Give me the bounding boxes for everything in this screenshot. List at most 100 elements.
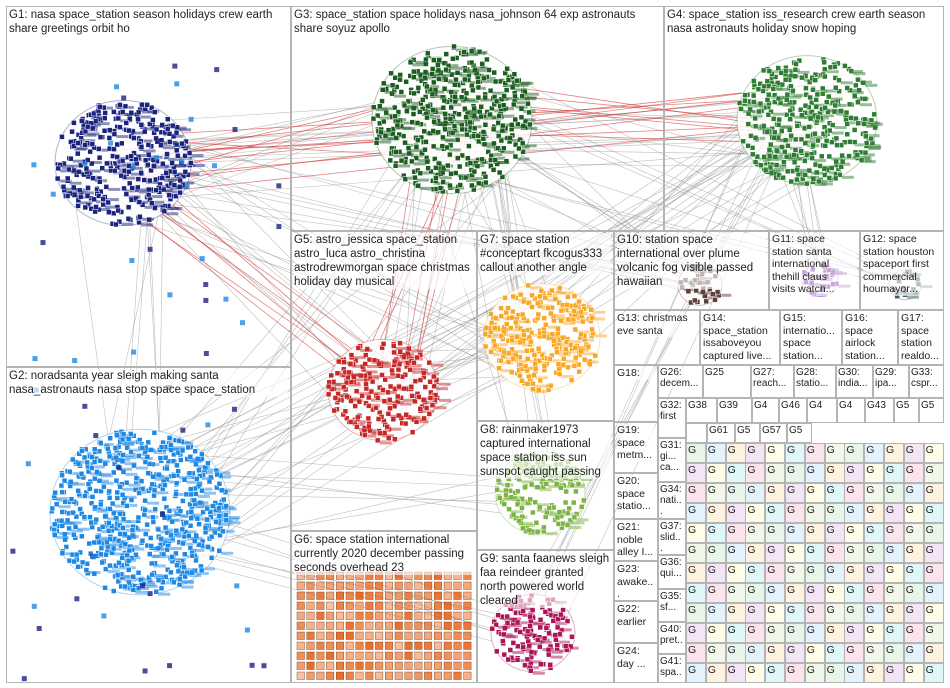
small-group-tile: G <box>785 563 805 583</box>
small-group-tile: G <box>745 623 766 643</box>
graph-edge <box>527 133 768 631</box>
small-group-tile: G <box>705 543 726 563</box>
small-group-tile: G <box>923 623 944 643</box>
small-group-label: G <box>886 444 895 456</box>
small-group-tile: G <box>705 563 726 583</box>
small-group-tile: G <box>785 463 805 483</box>
graph-node-label <box>169 186 182 190</box>
graph-node-label <box>167 177 180 181</box>
small-group-label: G <box>806 604 815 616</box>
small-group-tile: G <box>745 583 766 603</box>
graph-node <box>120 452 126 458</box>
small-group-label: G <box>905 644 914 656</box>
small-group-label: G <box>826 504 835 516</box>
graph-node <box>173 141 180 148</box>
graph-node <box>59 134 65 140</box>
group-label-g13: G13: christmas eve santa <box>617 312 697 337</box>
graph-node-label <box>125 455 138 459</box>
graph-node-label <box>158 592 171 596</box>
graph-node-label <box>207 468 220 472</box>
small-group-label: G <box>905 584 914 596</box>
graph-node-label <box>130 166 143 170</box>
small-group-label: G <box>925 444 934 456</box>
graph-node <box>82 204 89 211</box>
group-label-g9: G9: santa faanews sleigh faa reindeer gr… <box>480 552 611 608</box>
group-label-g27: G27: reach... <box>753 367 791 389</box>
small-group-tile: G <box>765 623 786 643</box>
small-group-tile: G <box>765 543 786 563</box>
small-group-label: G <box>767 464 776 476</box>
small-group-tile: G <box>903 563 924 583</box>
graph-node-label <box>150 195 163 199</box>
graph-node <box>66 166 72 173</box>
small-group-label: G <box>787 504 796 516</box>
graph-node-label <box>85 125 98 129</box>
graph-node <box>95 193 102 199</box>
graph-node <box>148 104 155 111</box>
graph-node <box>82 142 88 148</box>
small-group-tile: G <box>804 543 825 563</box>
group-label-g57b: G57 <box>762 425 784 436</box>
small-group-label: G <box>866 624 875 636</box>
small-group-tile: G <box>903 463 924 483</box>
small-group-tile: G <box>844 643 865 663</box>
group-label-g5u: G5 <box>737 425 757 436</box>
small-group-label: G <box>806 524 815 536</box>
graph-node-label <box>108 187 121 191</box>
graph-node-label <box>153 204 166 208</box>
small-group-label: G <box>925 664 934 676</box>
group-label-g18: G18: <box>617 367 655 380</box>
small-group-tile: G <box>745 603 766 623</box>
group-panel-g15: G15: internatio... space station... <box>780 310 842 365</box>
group-panel-g12: G12: space station houston spaceport fir… <box>860 231 944 310</box>
small-group-tile: G <box>804 443 825 463</box>
graph-node <box>96 146 102 152</box>
small-group-tile: G <box>903 643 924 663</box>
graph-node-label <box>200 487 213 491</box>
graph-edge <box>141 345 519 465</box>
small-group-tile: G <box>725 603 746 623</box>
small-group-label: G <box>767 504 776 516</box>
small-group-tile: G <box>725 443 746 463</box>
group-label-g20: G20: space statio... <box>617 475 655 513</box>
small-group-tile: G <box>705 583 726 603</box>
small-group-label: G <box>826 664 835 676</box>
small-group-tile: G <box>824 643 845 663</box>
graph-node <box>93 204 99 210</box>
graph-node <box>77 193 84 200</box>
small-group-label: G <box>905 464 914 476</box>
graph-node-label <box>116 135 129 139</box>
graph-node <box>68 139 74 145</box>
small-group-tile: G <box>686 503 706 523</box>
graph-node-label <box>92 465 105 469</box>
small-group-tile: G <box>824 563 845 583</box>
group-panel-g5t: G5 <box>919 398 944 423</box>
group-panel-g33: G33: cspr... <box>909 365 944 398</box>
group-panel-g38: G38 <box>686 398 717 423</box>
group-label-g4: G4: space_station iss_research crew eart… <box>667 8 941 36</box>
graph-node-label <box>187 172 200 176</box>
small-group-tile: G <box>705 603 726 623</box>
graph-node-label <box>174 164 187 168</box>
graph-node <box>186 150 193 156</box>
small-group-label: G <box>866 444 875 456</box>
small-group-label: G <box>905 444 914 456</box>
small-group-tile: G <box>923 523 944 543</box>
group-panel-g40: G40: pret... cr... <box>658 622 686 654</box>
small-group-tile: G <box>745 543 766 563</box>
small-group-tile: G <box>884 563 904 583</box>
small-group-label: G <box>886 484 895 496</box>
group-label-g32: G32: first <box>660 400 683 422</box>
group-panel-g17: G17: space station realdo... <box>898 310 944 365</box>
small-group-tile: G <box>923 543 944 563</box>
small-group-tile: G <box>745 643 766 663</box>
small-group-label: G <box>707 564 716 576</box>
small-group-tile: G <box>844 503 865 523</box>
small-group-label: G <box>787 604 796 616</box>
small-group-label: G <box>747 504 756 516</box>
small-group-tile: G <box>884 623 904 643</box>
small-group-label: G <box>727 644 736 656</box>
small-group-tile: G <box>745 503 766 523</box>
small-group-tile: G <box>745 483 766 503</box>
small-group-tile: G <box>804 483 825 503</box>
